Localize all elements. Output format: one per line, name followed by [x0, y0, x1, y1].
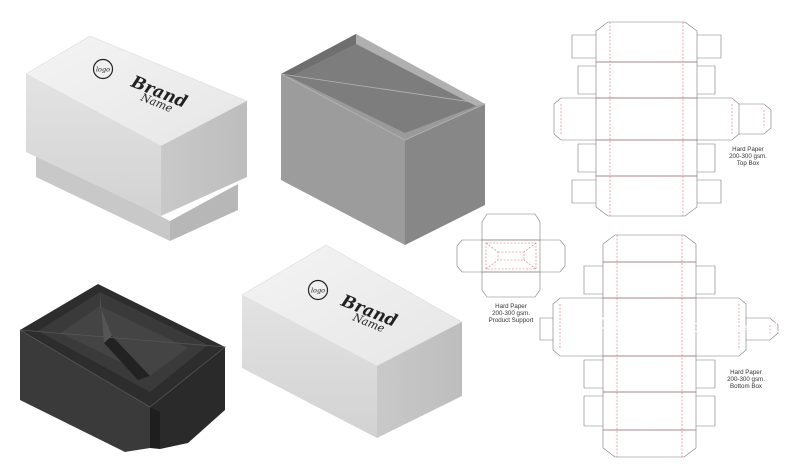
product-support-label-line-1: Hard Paper [495, 303, 527, 310]
top-box-label-line-2: 200-300 gsm. [729, 153, 767, 160]
watermark-logo-text: VCG [585, 314, 624, 333]
product-support-label: Hard Paper 200-300 gsm. Product Support [480, 303, 542, 324]
brand-logo: logo [92, 58, 114, 80]
watermark-id-text: VCG211252462015 [673, 320, 787, 335]
product-support-dieline [456, 213, 566, 298]
product-support-label-line-3: Product Support [488, 317, 534, 324]
closed-box-mockup: logo Brand Name [25, 35, 248, 241]
lid-mockup: logo Brand Name [241, 244, 463, 438]
top-box-label-line-3: Top Box [736, 160, 760, 167]
top-box-label: Hard Paper 200-300 gsm. Top Box [724, 146, 772, 167]
product-support-label-line-2: 200-300 gsm. [492, 310, 530, 317]
lid-logo-text: logo [311, 287, 325, 295]
bottom-box-dieline [539, 234, 779, 458]
bottom-box-label-line-2: 200-300 gsm. [727, 376, 765, 383]
logo-text: logo [96, 66, 110, 74]
top-box-label-line-1: Hard Paper [732, 146, 764, 153]
watermark-flower-icon [627, 311, 653, 334]
bottom-box-label-line-1: Hard Paper [730, 369, 762, 376]
product-support-mockup [19, 284, 227, 452]
bottom-box-label: Hard Paper 200-300 gsm. Bottom Box [722, 369, 770, 390]
watermark: VCG VCG211252462015 [585, 308, 800, 352]
bottom-box-label-line-3: Bottom Box [730, 383, 762, 390]
lid-brand-logo: logo [307, 279, 329, 301]
open-box-mockup [280, 34, 487, 245]
top-box-dieline [553, 21, 772, 217]
